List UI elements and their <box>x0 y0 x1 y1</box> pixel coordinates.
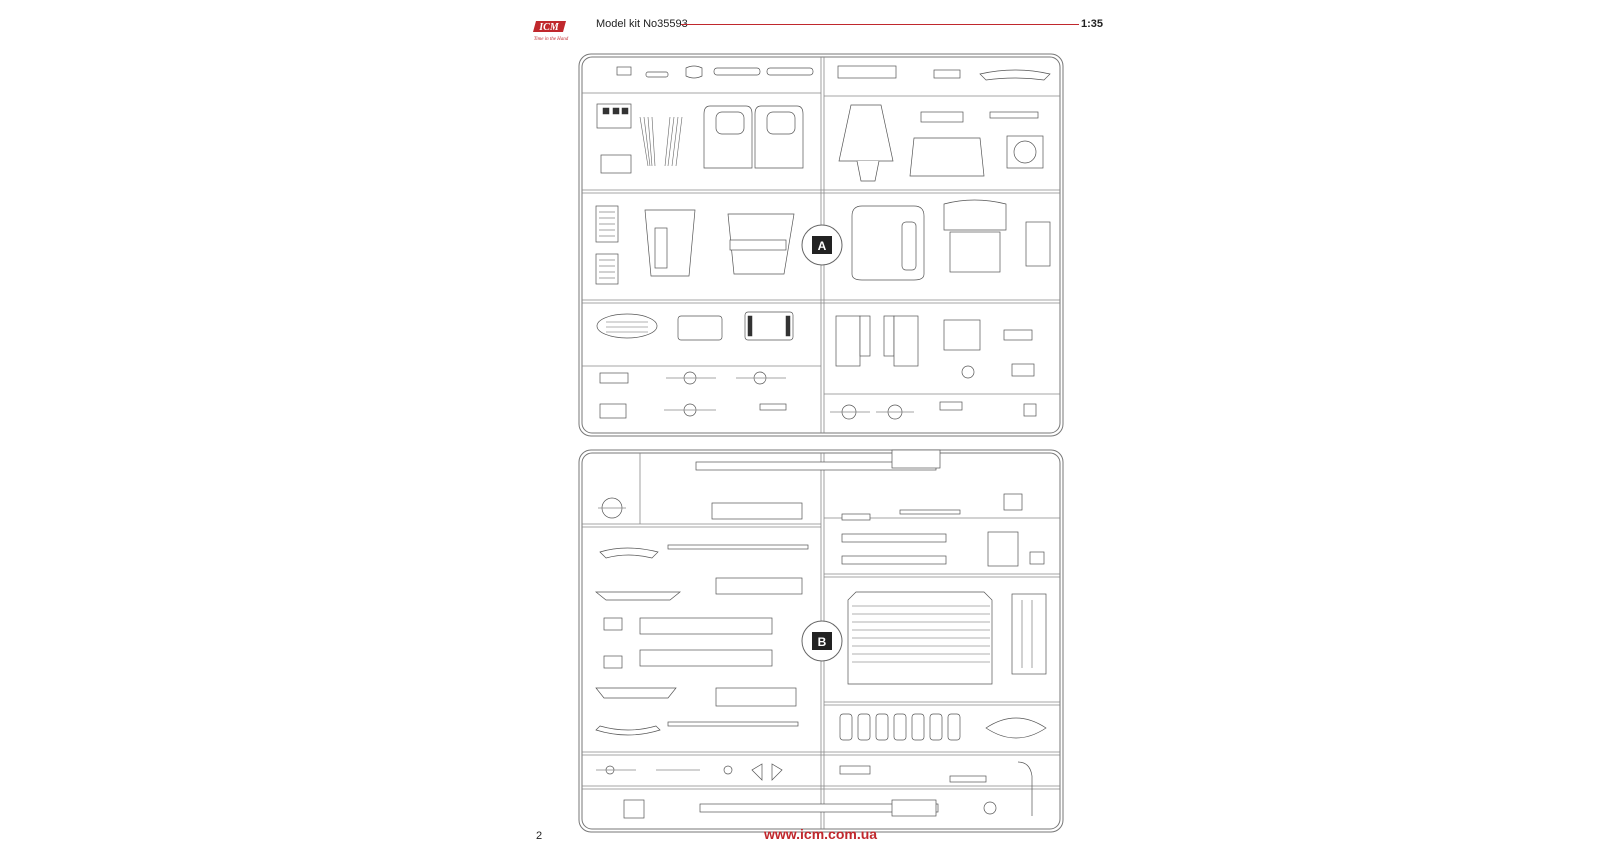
model-kit-label: Model kit No35593 <box>596 18 688 30</box>
svg-text:ICM: ICM <box>538 22 560 33</box>
icm-logo: ICM Time in the Hand <box>533 21 569 42</box>
header-rule <box>681 24 1079 25</box>
website-link[interactable]: www.icm.com.ua <box>764 826 878 842</box>
sprue-b: B <box>578 449 1064 833</box>
sprue-a: A <box>578 53 1064 437</box>
page-number: 2 <box>536 830 543 842</box>
sprue-a-letter: A <box>818 239 827 253</box>
scale-label: 1:35 <box>1081 18 1104 30</box>
svg-text:Time in the Hand: Time in the Hand <box>534 37 569 42</box>
sprue-b-letter: B <box>818 635 827 649</box>
